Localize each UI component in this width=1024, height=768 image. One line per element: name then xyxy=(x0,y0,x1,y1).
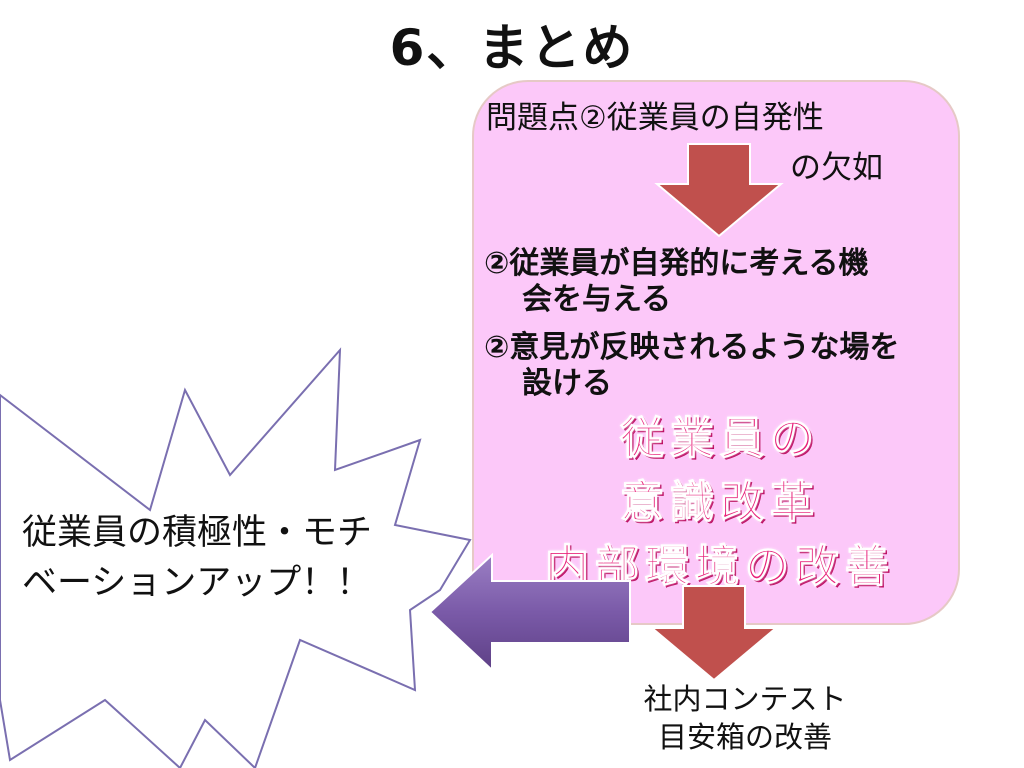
solution-item: ②意見が反映されるような場を 設ける xyxy=(484,330,954,402)
solution-text-line2: 設ける xyxy=(522,366,612,401)
problem-text-line1: 問題点②従業員の自発性 xyxy=(486,100,824,136)
bottom-text-line2: 目安箱の改善 xyxy=(657,720,832,754)
bottom-text: 社内コンテスト 目安箱の改善 xyxy=(620,680,870,756)
highlight-line2: 意識改革 xyxy=(620,477,820,529)
highlight-line1: 従業員の xyxy=(620,413,820,465)
slide-title: 6、まとめ xyxy=(389,19,635,77)
problem-text-line2: の欠如 xyxy=(790,150,883,186)
outcome-text-line1: 従業員の積極性・モチ xyxy=(22,513,373,553)
solution-text-line1: ②意見が反映されるような場を xyxy=(484,330,900,365)
down-arrow-icon xyxy=(649,585,779,682)
left-arrow-icon xyxy=(428,552,631,673)
solution-text-line2: 会を与える xyxy=(522,282,672,317)
solution-text-line1: ②従業員が自発的に考える機 xyxy=(484,246,869,281)
bottom-text-line1: 社内コンテスト xyxy=(643,682,847,716)
solution-item: ②従業員が自発的に考える機 会を与える xyxy=(484,246,954,318)
outcome-text-line2: ベーションアップ！！ xyxy=(22,563,372,603)
down-arrow-icon xyxy=(654,143,784,238)
outcome-text: 従業員の積極性・モチ ベーションアップ！！ xyxy=(22,508,372,608)
